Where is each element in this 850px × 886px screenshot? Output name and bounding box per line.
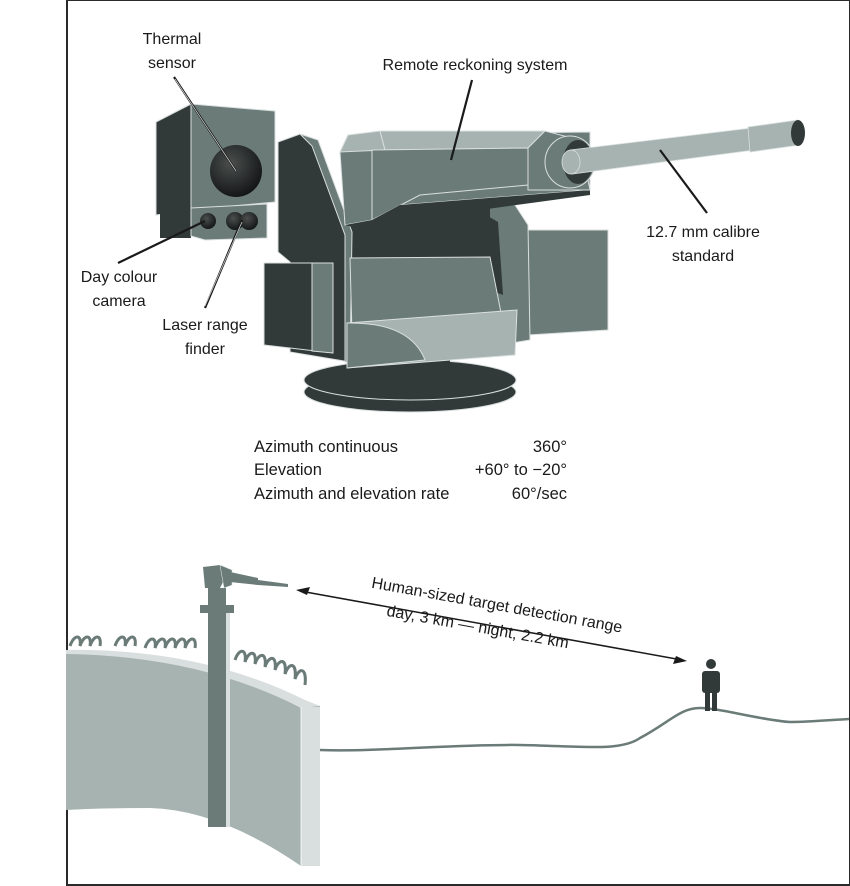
- spec-value: +60° to −20°: [475, 461, 567, 479]
- spec-name: Azimuth and elevation rate: [254, 485, 449, 503]
- razor-wire-icon: [68, 635, 307, 686]
- mini-turret-icon: [203, 564, 288, 589]
- sensor-box: [155, 103, 276, 241]
- spec-value: 60°/sec: [512, 485, 567, 503]
- spec-table: Azimuth continuous 360° Elevation +60° t…: [254, 438, 567, 503]
- thermal-sensor-label-1: Thermal: [143, 31, 202, 48]
- calibre-label-2: standard: [672, 248, 734, 265]
- leader-day-camera: [117, 220, 206, 264]
- leader-remote: [449, 79, 474, 161]
- laser-finder-lens-b: [240, 212, 258, 230]
- turret-right-box: [527, 229, 609, 336]
- mast-pole: [200, 588, 234, 827]
- remote-reckoning-label: Remote reckoning system: [383, 57, 568, 74]
- thermal-sensor-label-2: sensor: [148, 55, 197, 72]
- turret-front-scoop: [346, 309, 518, 369]
- calibre-label-1: 12.7 mm calibre: [646, 224, 760, 241]
- turret-icon: [155, 103, 805, 413]
- spec-value: 360°: [533, 438, 567, 456]
- double-arrow-icon: [296, 587, 687, 664]
- spec-name: Azimuth continuous: [254, 438, 398, 456]
- perimeter-wall: [66, 649, 320, 866]
- day-camera-lens: [200, 213, 216, 229]
- laser-finder-label-2: finder: [185, 341, 226, 358]
- day-camera-label-1: Day colour: [81, 269, 158, 286]
- laser-finder-label-1: Laser range: [162, 317, 247, 334]
- day-camera-label-2: camera: [92, 293, 145, 310]
- gun-barrel: [561, 119, 805, 175]
- leader-calibre: [659, 149, 708, 214]
- ground-line: [319, 706, 850, 752]
- person-icon: [702, 659, 720, 711]
- spec-name: Elevation: [254, 461, 322, 479]
